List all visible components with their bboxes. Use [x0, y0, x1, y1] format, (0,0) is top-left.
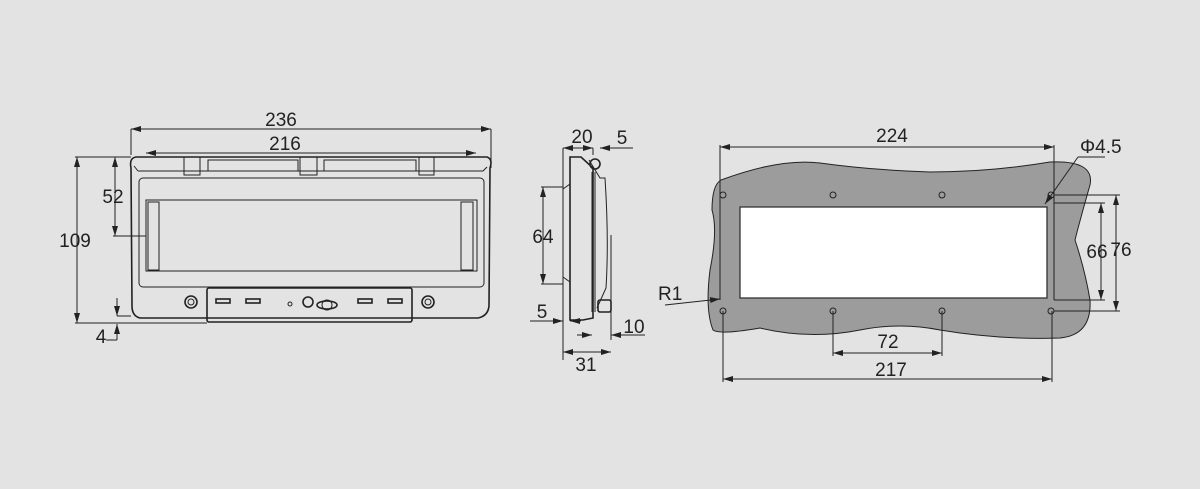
front-view: 236 216 109 52 4 [59, 110, 492, 348]
side-profile [569, 156, 594, 321]
dim-lid: 5 [617, 128, 628, 149]
hole [829, 191, 837, 199]
lock-icon [302, 296, 314, 308]
dim-hole-diameter: Φ4.5 [1080, 137, 1122, 158]
door-window [145, 199, 478, 272]
dim-hole-pitch: 72 [877, 332, 898, 353]
cutout-opening [739, 206, 1048, 299]
dim-window-offset: 52 [102, 187, 123, 208]
dim-depth: 20 [571, 127, 592, 148]
hole [938, 191, 946, 199]
hinge-right [418, 156, 435, 176]
door-frame [138, 177, 485, 288]
mounting-plate [206, 287, 413, 323]
hinge-center [299, 156, 318, 176]
cutout-view: 224 Φ4.5 66 76 72 217 R1 [658, 126, 1132, 382]
screw-left-icon [184, 295, 198, 309]
dim-hole-spacing-vertical: 76 [1110, 240, 1131, 261]
dim-total-depth: 31 [575, 355, 596, 376]
dim-hole-spacing-horizontal: 217 [875, 360, 907, 381]
dim-cutout-height: 66 [1086, 242, 1107, 263]
side-view: 20 5 64 5 10 31 [530, 127, 645, 376]
screw-right-icon [421, 295, 435, 309]
dim-bottom-offset: 4 [96, 327, 107, 348]
dim-width: 224 [876, 126, 908, 147]
hinge-left [183, 156, 201, 176]
dim-corner-radius: R1 [658, 284, 682, 305]
dim-gland: 10 [623, 317, 644, 338]
dim-height: 109 [59, 231, 91, 252]
dim-flange: 5 [537, 302, 548, 323]
dim-inner-width: 216 [269, 134, 301, 155]
dim-window-height: 64 [532, 227, 554, 248]
enclosure-body [129, 156, 492, 319]
dim-overall-width: 236 [265, 110, 297, 131]
